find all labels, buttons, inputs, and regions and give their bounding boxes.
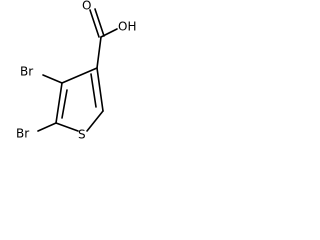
bromine-lower-label: Br [16, 127, 29, 141]
carboxyl-ring-bond [96, 36, 102, 69]
ring-bond-c3-c2 [96, 67, 104, 112]
sulfur-label: S [78, 128, 86, 142]
ring-bond-c4-c5 [55, 82, 63, 124]
carbonyl-bond-1 [89, 9, 100, 38]
oxygen-carbonyl-label: O [82, 0, 91, 13]
hydroxyl-label: OH [118, 20, 136, 34]
ring-bond-c3-c2-inner [90, 73, 97, 108]
ring-bond-c4-c5-inner [61, 89, 68, 119]
carbonyl-bond-2 [94, 8, 105, 37]
ring-bond-s-c5 [55, 122, 79, 132]
hydroxyl-bond [100, 28, 118, 38]
ring-bond-c3-c4 [61, 67, 98, 84]
c5-br-bond [37, 122, 57, 132]
bromine-upper-label: Br [20, 65, 33, 79]
c4-br-bond [42, 74, 63, 84]
structure-diagram: O OH Br Br S [16, 0, 136, 142]
ring-bond-c2-s [86, 110, 104, 132]
